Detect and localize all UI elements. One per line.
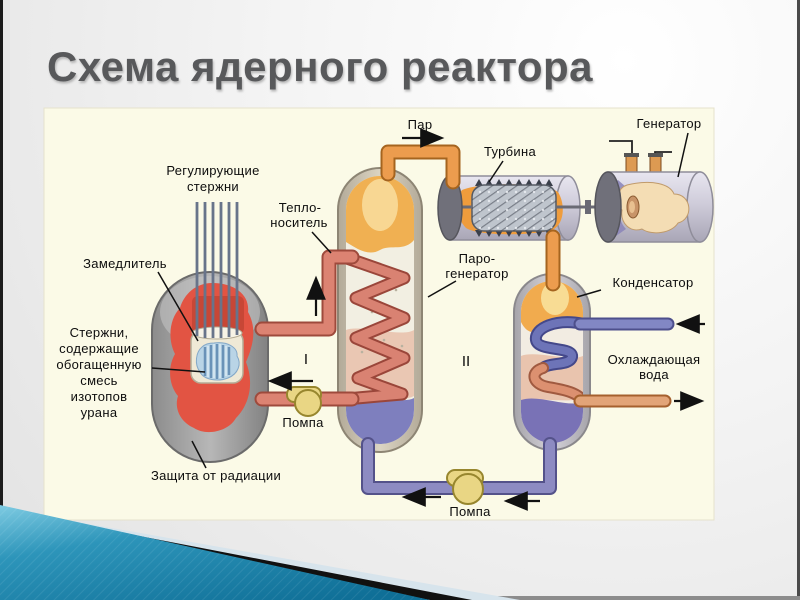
label-fuel-3: обогащенную [56, 357, 141, 372]
label-pump-secondary: Помпа [449, 504, 491, 519]
label-loop-primary: I [304, 351, 308, 368]
pointer-steam-generator [427, 280, 457, 298]
label-fuel-1: Стержни, [70, 325, 129, 340]
label-coolant-1: Тепло- [279, 200, 322, 215]
generator-hub-inner [629, 201, 635, 213]
label-control-rods-1: Регулирующие [166, 163, 259, 178]
reactor-vessel [151, 202, 269, 463]
generator-terminal-right [649, 155, 662, 173]
cooling-coil-warm [530, 364, 583, 405]
generator-terminal-left [625, 155, 638, 173]
turbine [437, 175, 608, 241]
pump-primary [286, 386, 322, 417]
label-cooling-2: вода [639, 367, 669, 382]
core-housing-top [191, 326, 243, 340]
label-steamgen-2: генератор [445, 266, 508, 281]
generator-right-cap [686, 171, 714, 243]
primary-coil [346, 250, 411, 406]
pipe-steam [380, 144, 461, 190]
pointer-fuel-rods [151, 367, 206, 373]
label-steamgen-1: Паро- [459, 251, 496, 266]
label-pump-primary: Помпа [282, 415, 324, 430]
label-fuel-6: урана [81, 405, 118, 420]
condenser-zones [521, 281, 583, 443]
pump-secondary [446, 469, 484, 505]
electric-generator [594, 140, 714, 243]
label-fuel-2: содержащие [59, 341, 139, 356]
right-border [797, 0, 800, 600]
label-loop-secondary: II [462, 353, 470, 370]
cooling-coil-cold [531, 318, 583, 372]
pointer-coolant [311, 231, 332, 254]
pointer-moderator [157, 271, 199, 342]
pointer-turbine [488, 160, 504, 183]
pointer-shielding [191, 440, 207, 469]
label-steam: Пар [408, 117, 433, 132]
label-condenser: Конденсатор [613, 275, 694, 290]
label-fuel-4: смесь [80, 373, 117, 388]
control-rods [195, 202, 239, 338]
label-moderator: Замедлитель [83, 256, 167, 271]
power-wire-left [609, 140, 633, 158]
label-generator: Генератор [637, 116, 702, 131]
terminal-cap-left [624, 153, 639, 157]
label-control-rods-2: стержни [187, 179, 239, 194]
terminal-cap-right [648, 153, 663, 157]
label-coolant-2: носитель [270, 215, 328, 230]
generator-left-cap [594, 171, 622, 243]
fuel-rods-highlight [207, 344, 227, 378]
turbine-rotor [471, 179, 557, 237]
steam-generator [337, 167, 423, 453]
pipe-primary-hot [254, 249, 360, 337]
pointer-condenser [576, 289, 602, 298]
condenser [513, 273, 591, 451]
page-title: Схема ядерного реактора [47, 43, 594, 90]
pointer-generator [677, 132, 689, 178]
teal-stripe-texture [0, 505, 430, 600]
left-border [0, 0, 3, 600]
fuel-rods [203, 344, 231, 379]
shaft-coupling [585, 200, 591, 214]
label-fuel-5: изотопов [71, 389, 128, 404]
label-turbine: Турбина [484, 144, 536, 159]
label-cooling-1: Охлаждающая [608, 352, 701, 367]
label-shielding: Защита от радиации [151, 468, 281, 483]
